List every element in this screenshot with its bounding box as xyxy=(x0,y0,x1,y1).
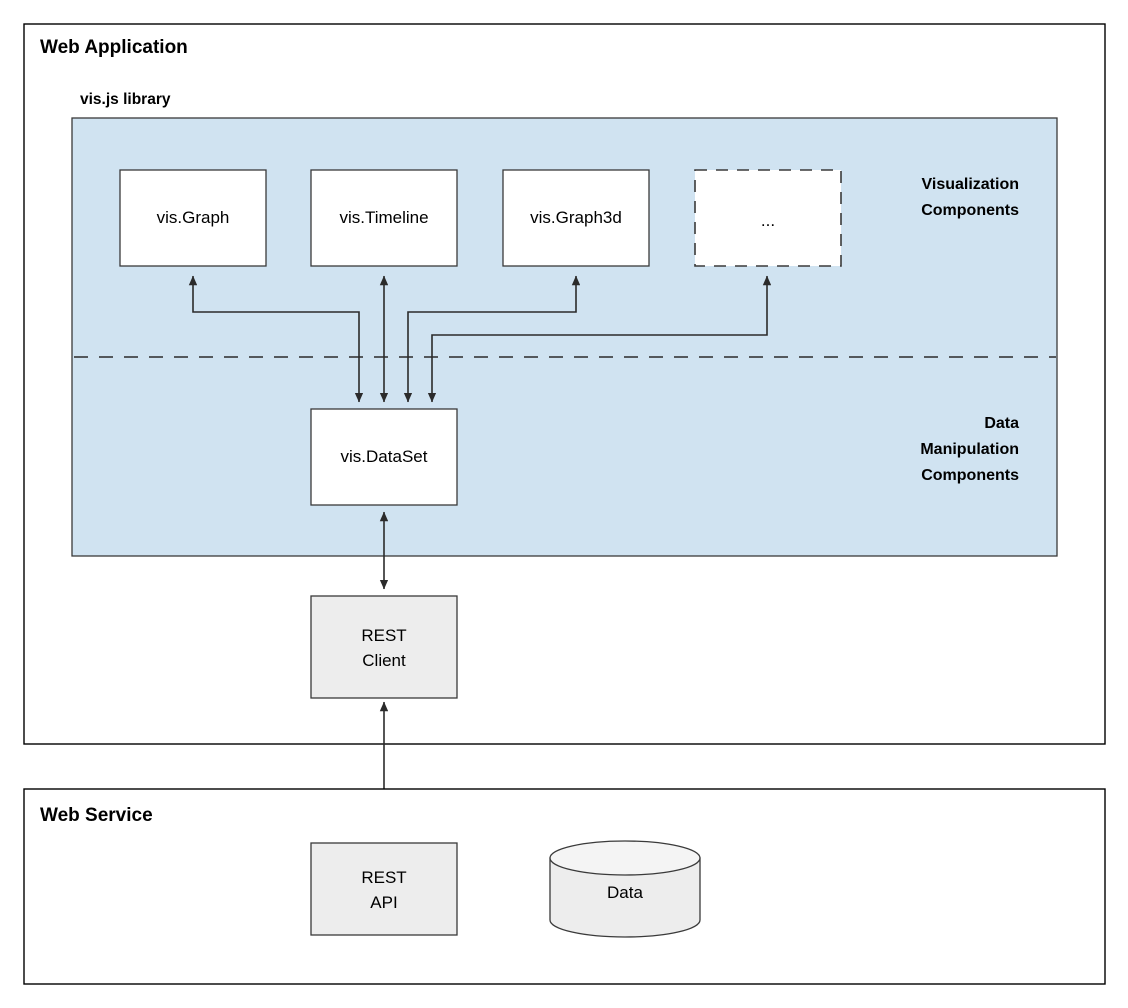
node-vis-graph3d[interactable]: vis.Graph3d xyxy=(502,169,650,267)
node-more-components-label: ... xyxy=(761,211,775,230)
node-vis-dataset-label: vis.DataSet xyxy=(341,447,428,466)
web-service-title: Web Service xyxy=(40,805,153,826)
data-manipulation-label-line1: Data xyxy=(984,415,1019,432)
data-manipulation-label-line3: Components xyxy=(921,467,1019,484)
node-rest-client-label-line2: Client xyxy=(362,651,406,670)
visualization-components-label-line1: Visualization xyxy=(921,176,1019,193)
vis-js-library-title: vis.js library xyxy=(80,91,171,108)
node-more-components[interactable]: ... xyxy=(694,169,842,267)
node-rest-client-label-line1: REST xyxy=(361,626,406,645)
data-store-top-ellipse xyxy=(549,840,701,876)
node-vis-graph-label: vis.Graph xyxy=(157,208,230,227)
node-vis-timeline-label: vis.Timeline xyxy=(339,208,428,227)
node-rest-api-label-line2: API xyxy=(370,893,397,912)
node-data-store-label: Data xyxy=(607,883,643,902)
connector-more-dataset xyxy=(427,275,772,403)
node-rest-api[interactable]: REST API xyxy=(310,842,458,936)
connector-vis-graph-dataset xyxy=(188,275,364,403)
node-data-store[interactable]: Data xyxy=(549,840,701,938)
web-application-title: Web Application xyxy=(40,37,188,58)
visualization-components-label-line2: Components xyxy=(921,202,1019,219)
node-vis-graph[interactable]: vis.Graph xyxy=(119,169,267,267)
node-vis-graph3d-label: vis.Graph3d xyxy=(530,208,622,227)
node-vis-timeline[interactable]: vis.Timeline xyxy=(310,169,458,267)
node-vis-dataset[interactable]: vis.DataSet xyxy=(310,408,458,506)
data-manipulation-label-line2: Manipulation xyxy=(920,441,1019,458)
node-rest-client[interactable]: REST Client xyxy=(310,595,458,699)
node-rest-api-label-line1: REST xyxy=(361,868,406,887)
